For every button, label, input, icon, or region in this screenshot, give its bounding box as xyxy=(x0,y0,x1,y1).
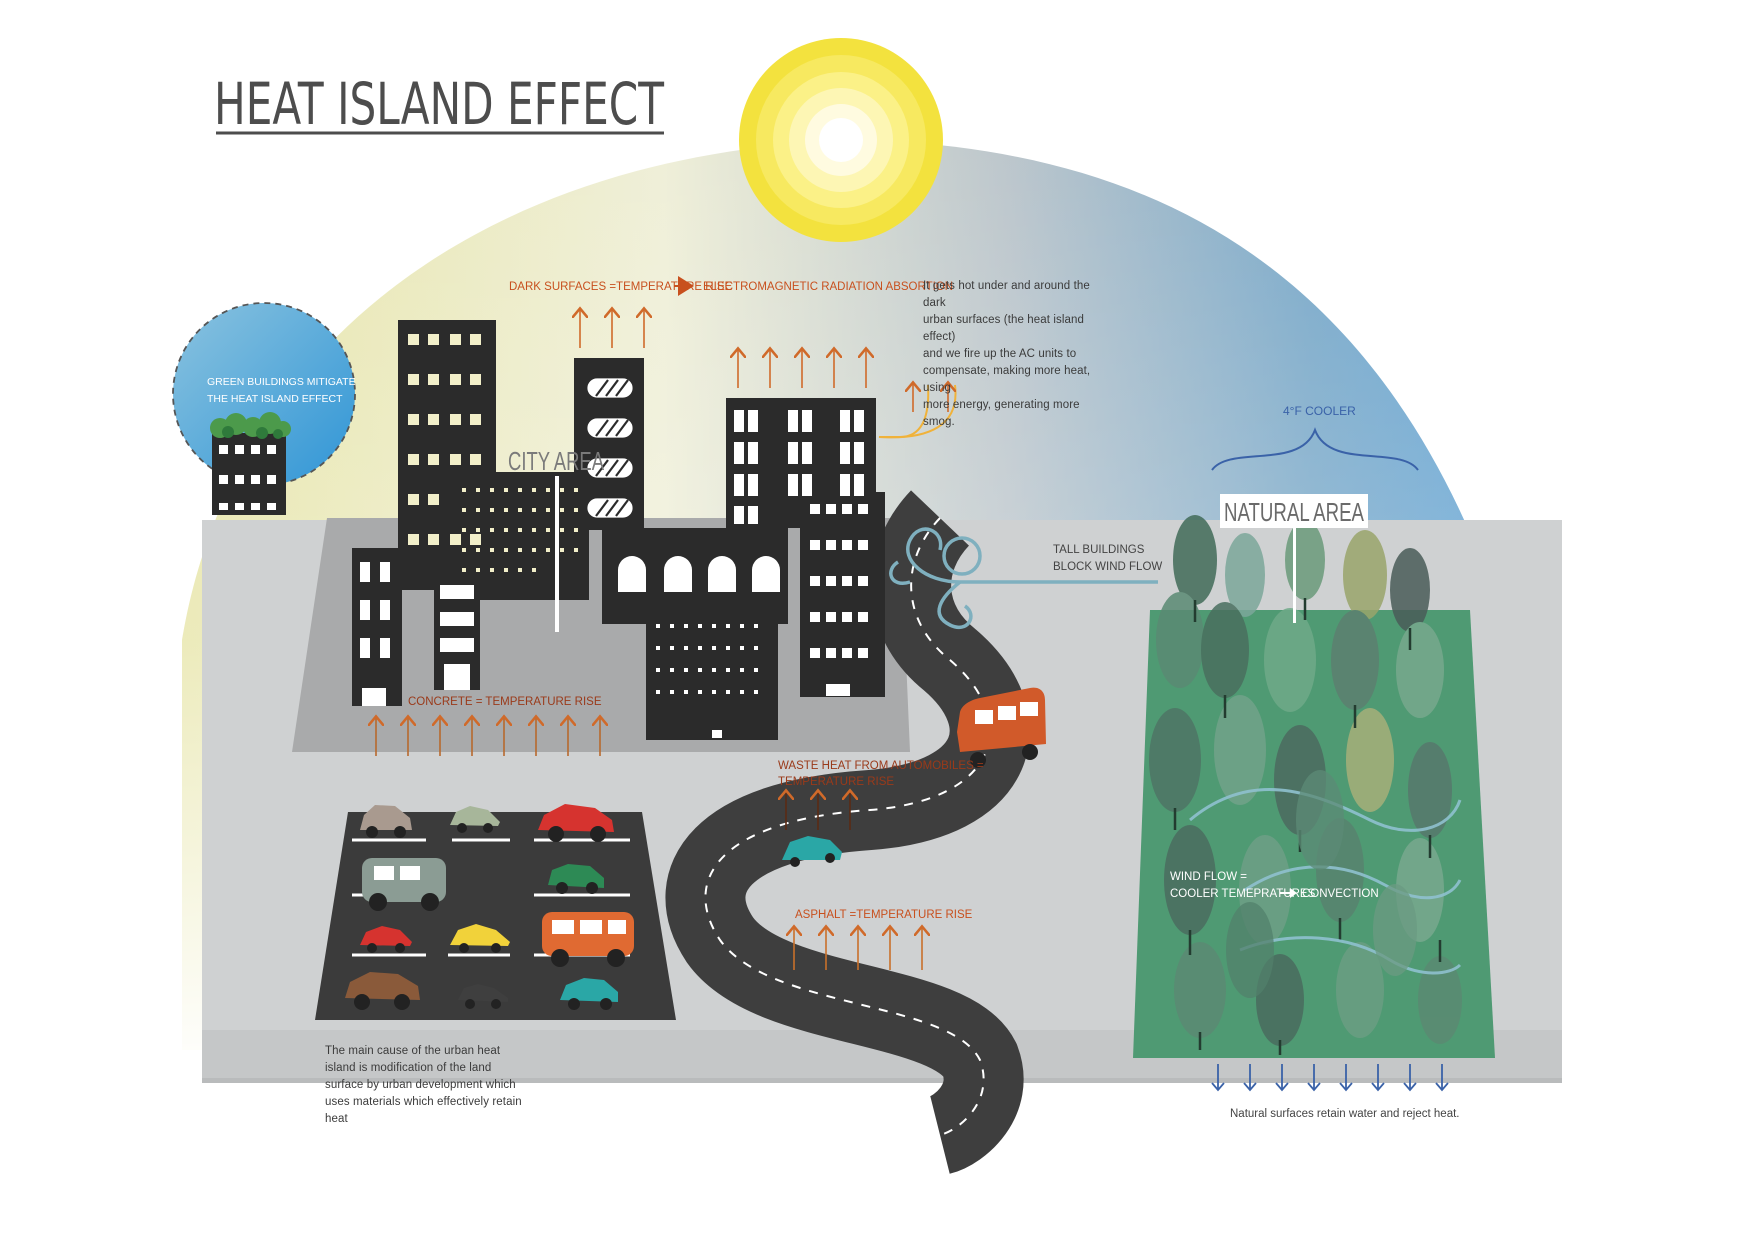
main-cause-note: The main cause of the urban heat island … xyxy=(325,1043,525,1128)
ac-note-line: and we fire up the AC units to xyxy=(923,348,1077,360)
main-cause-line: heat xyxy=(325,1113,348,1125)
tree-overlay xyxy=(1226,770,1417,998)
sun-icon xyxy=(739,38,943,242)
badge-line-2: THE HEAT ISLAND EFFECT xyxy=(207,393,343,405)
bus-icon xyxy=(957,687,1046,768)
wind-flow-line-1: WIND FLOW = xyxy=(1170,871,1247,883)
natural-area-label: NATURAL AREA xyxy=(1224,497,1364,527)
city-area-label: CITY AREA xyxy=(508,446,604,476)
convection-arrow-head xyxy=(1290,888,1297,898)
wind-swirl-icon xyxy=(889,527,1158,629)
waste-heat-line-2: TEMPERATURE RISE xyxy=(778,776,894,788)
badge-line-1: GREEN BUILDINGS MITIGATE xyxy=(207,376,356,388)
natural-area-post xyxy=(1293,528,1296,623)
heat-arrows-dark-surfaces xyxy=(580,310,948,412)
convection-label: CONVECTION xyxy=(1302,888,1379,900)
ac-note-line: urban surfaces (the heat island effect) xyxy=(923,314,1085,343)
electromagnetic-label: ELECTROMAGNETIC RADIATION ABSORTION xyxy=(703,281,953,293)
heat-arrows-concrete xyxy=(376,718,600,756)
cooler-brace xyxy=(1211,427,1419,471)
ac-heat-pipe-2 xyxy=(878,384,957,439)
car-icon xyxy=(782,836,842,867)
parking-cars xyxy=(345,804,634,1010)
cooler-label: 4°F COOLER xyxy=(1283,404,1356,418)
natural-area-label-bg xyxy=(1220,494,1368,528)
natural-surfaces-label: Natural surfaces retain water and reject… xyxy=(1230,1108,1459,1120)
city-area-post xyxy=(555,476,559,632)
tall-buildings-line-2: BLOCK WIND FLOW xyxy=(1053,561,1162,573)
main-cause-line: uses materials which effectively retain xyxy=(325,1096,522,1108)
green-buildings-badge: GREEN BUILDINGS MITIGATE THE HEAT ISLAND… xyxy=(172,302,356,515)
heat-arrows-asphalt xyxy=(794,928,922,970)
tall-buildings-line-1: TALL BUILDINGS xyxy=(1053,544,1145,556)
building-windows xyxy=(360,334,868,738)
ac-note-line: compensate, making more heat, using xyxy=(923,365,1091,394)
main-cause-line: surface by urban development which xyxy=(325,1079,516,1091)
concrete-label: CONCRETE = TEMPERATURE RISE xyxy=(408,696,602,708)
page-title: HEAT ISLAND EFFECT xyxy=(214,70,664,138)
wind-flow-line-2: COOLER TEMEPRATURES xyxy=(1170,888,1316,900)
down-arrow-icon xyxy=(1211,1064,1449,1092)
main-cause-line: The main cause of the urban heat xyxy=(325,1045,501,1057)
dark-surfaces-label: DARK SURFACES =TEMPERATURE RISE xyxy=(509,281,732,293)
ac-note: It gets hot under and around the dark ur… xyxy=(923,278,1113,431)
main-cause-line: island is modification of the land xyxy=(325,1062,492,1074)
heat-arrows-automobiles xyxy=(786,792,850,830)
ac-note-line: more energy, generating more smog. xyxy=(923,399,1080,428)
road xyxy=(665,490,1030,1174)
waste-heat-line-1: WASTE HEAT FROM AUTOMOBILES = xyxy=(778,760,984,772)
ac-note-line: It gets hot under and around the dark xyxy=(923,280,1090,309)
asphalt-label: ASPHALT =TEMPERATURE RISE xyxy=(795,909,973,921)
